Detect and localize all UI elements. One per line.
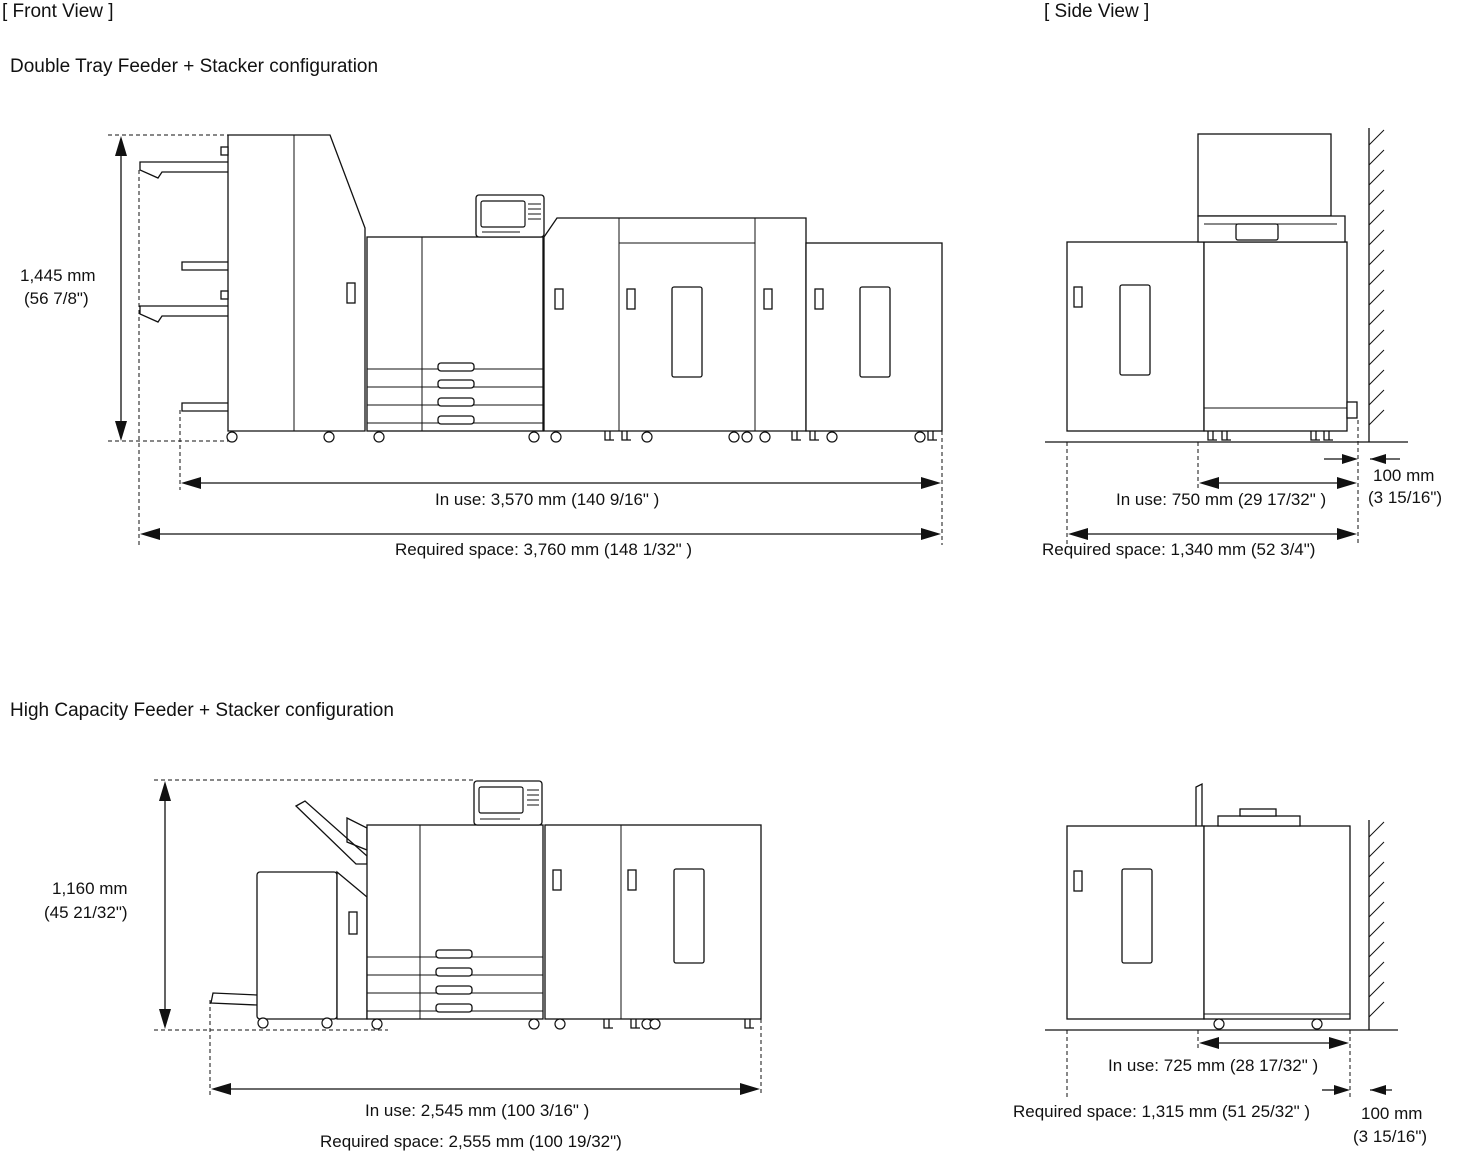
side-view-header: [ Side View ] xyxy=(1044,1,1150,22)
config1-front-required: Required space: 3,760 mm (148 1/32" ) xyxy=(395,540,693,559)
config1-height-mm: 1,445 mm xyxy=(20,266,96,285)
config2-front-required: Required space: 2,555 mm (100 19/32") xyxy=(320,1132,622,1151)
wall-hatch xyxy=(1368,129,1385,426)
config1-wall-gap-in: (3 15/16") xyxy=(1368,488,1443,507)
config1-front-in-use: In use: 3,570 mm (140 9/16" ) xyxy=(435,490,660,509)
config1-side-view xyxy=(1045,128,1408,545)
config2-height-mm: 1,160 mm xyxy=(52,879,128,898)
wall-hatch xyxy=(1368,821,1385,1018)
config1-front-view xyxy=(108,134,943,545)
main-engine-unit xyxy=(366,194,545,443)
stacker-unit xyxy=(139,134,366,443)
main-engine-unit xyxy=(366,780,544,1030)
feeder-units xyxy=(543,217,943,443)
config2-side-required: Required space: 1,315 mm (51 25/32" ) xyxy=(1013,1102,1311,1121)
config1-side-in-use: In use: 750 mm (29 17/32" ) xyxy=(1116,490,1327,509)
config2-wall-gap-mm: 100 mm xyxy=(1361,1104,1423,1123)
config2-height-in: (45 21/32") xyxy=(44,903,128,922)
config1-title: Double Tray Feeder + Stacker configurati… xyxy=(10,56,379,77)
high-capacity-feeder-unit xyxy=(544,824,762,1030)
config2-title: High Capacity Feeder + Stacker configura… xyxy=(10,700,394,721)
config2-side-in-use: In use: 725 mm (28 17/32" ) xyxy=(1108,1056,1319,1075)
stacker-unit xyxy=(210,800,368,1029)
front-view-header: [ Front View ] xyxy=(2,1,114,22)
config1-height-in: (56 7/8") xyxy=(24,289,89,308)
config2-front-in-use: In use: 2,545 mm (100 3/16" ) xyxy=(365,1101,590,1120)
config2-front-view xyxy=(154,779,762,1095)
config2-side-view xyxy=(1045,782,1398,1100)
config1-wall-gap-mm: 100 mm xyxy=(1373,466,1435,485)
config1-side-required: Required space: 1,340 mm (52 3/4") xyxy=(1042,540,1316,559)
config2-wall-gap-in: (3 15/16") xyxy=(1353,1127,1428,1146)
